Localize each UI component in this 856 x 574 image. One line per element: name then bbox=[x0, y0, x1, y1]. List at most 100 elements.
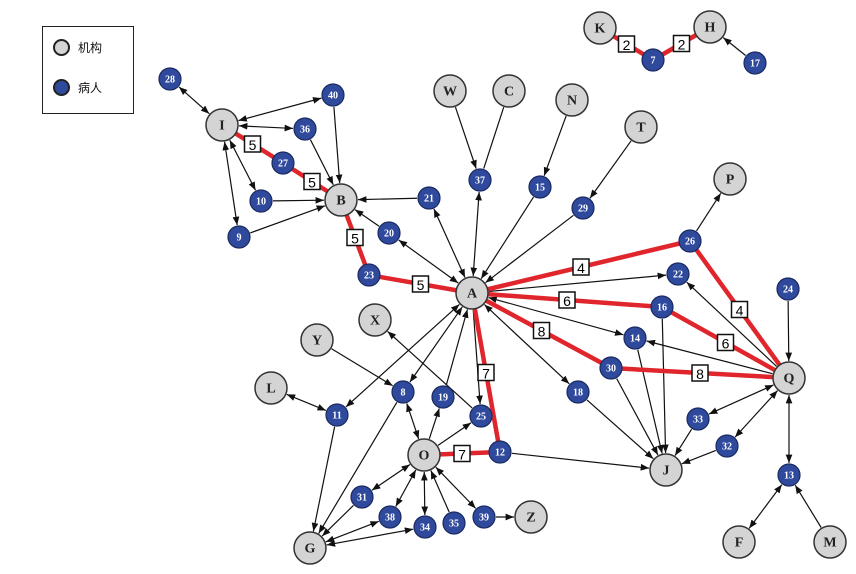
node-circle bbox=[772, 361, 806, 395]
institution-node-T[interactable]: T bbox=[624, 110, 658, 144]
node-circle bbox=[678, 229, 702, 253]
institution-node-B[interactable]: B bbox=[324, 183, 358, 217]
node-circle bbox=[205, 108, 239, 142]
patient-node-37[interactable]: 37 bbox=[468, 168, 492, 192]
patient-node-36[interactable]: 36 bbox=[293, 117, 317, 141]
patient-node-25[interactable]: 25 bbox=[469, 404, 493, 428]
patient-node-19[interactable]: 19 bbox=[431, 385, 455, 409]
patient-node-7[interactable]: 7 bbox=[641, 48, 665, 72]
patient-node-28[interactable]: 28 bbox=[158, 67, 182, 91]
edge-18-J bbox=[586, 399, 654, 460]
institution-node-M[interactable]: M bbox=[813, 525, 847, 559]
edge-weight-label: 5 bbox=[346, 228, 364, 247]
patient-node-38[interactable]: 38 bbox=[378, 505, 402, 529]
node-label: 8 bbox=[401, 388, 406, 399]
institution-node-Y[interactable]: Y bbox=[300, 323, 334, 357]
patient-node-35[interactable]: 35 bbox=[442, 511, 466, 535]
institution-node-K[interactable]: K bbox=[583, 11, 617, 45]
node-label: M bbox=[823, 536, 836, 551]
institution-node-Q[interactable]: Q bbox=[772, 361, 806, 395]
node-label: G bbox=[305, 542, 316, 557]
patient-node-15[interactable]: 15 bbox=[528, 175, 552, 199]
patient-node-24[interactable]: 24 bbox=[776, 277, 800, 301]
node-label: 27 bbox=[278, 159, 288, 170]
node-circle bbox=[566, 380, 590, 404]
edge-A-8 bbox=[409, 306, 463, 383]
institution-node-X[interactable]: X bbox=[358, 303, 392, 337]
institution-node-L[interactable]: L bbox=[254, 371, 288, 405]
patient-node-9[interactable]: 9 bbox=[227, 225, 251, 249]
edge-weight-label: 7 bbox=[477, 363, 495, 382]
patient-node-21[interactable]: 21 bbox=[417, 186, 441, 210]
patient-node-11[interactable]: 11 bbox=[325, 403, 349, 427]
node-circle bbox=[722, 525, 756, 559]
node-circle bbox=[492, 74, 526, 108]
node-label: P bbox=[726, 173, 735, 188]
patient-node-icon bbox=[53, 79, 70, 96]
patient-node-22[interactable]: 22 bbox=[666, 262, 690, 286]
institution-node-G[interactable]: G bbox=[293, 531, 327, 565]
institution-node-I[interactable]: I bbox=[205, 108, 239, 142]
edge-35-O bbox=[430, 470, 450, 513]
patient-node-14[interactable]: 14 bbox=[623, 326, 647, 350]
edge-weight-label: 7 bbox=[453, 444, 471, 463]
patient-node-29[interactable]: 29 bbox=[571, 196, 595, 220]
edge-G-34 bbox=[326, 527, 414, 547]
patient-node-10[interactable]: 10 bbox=[249, 189, 273, 213]
legend: 机构 病人 bbox=[42, 26, 134, 114]
patient-node-23[interactable]: 23 bbox=[357, 263, 381, 287]
institution-node-O[interactable]: O bbox=[407, 438, 441, 472]
patient-node-27[interactable]: 27 bbox=[271, 151, 295, 175]
node-circle bbox=[472, 505, 496, 529]
node-label: 29 bbox=[578, 204, 588, 215]
patient-node-33[interactable]: 33 bbox=[686, 407, 710, 431]
patient-node-26[interactable]: 26 bbox=[678, 229, 702, 253]
patient-node-12[interactable]: 12 bbox=[488, 440, 512, 464]
edge-O-31 bbox=[371, 464, 411, 491]
node-circle bbox=[325, 403, 349, 427]
node-label: 25 bbox=[476, 412, 486, 423]
edge-26-P bbox=[696, 192, 722, 232]
edge-13-F bbox=[748, 484, 783, 529]
weight-box bbox=[453, 444, 471, 463]
patient-node-30[interactable]: 30 bbox=[599, 356, 623, 380]
patient-node-8[interactable]: 8 bbox=[391, 380, 415, 404]
weight-text: 5 bbox=[308, 175, 316, 191]
institution-node-W[interactable]: W bbox=[433, 74, 467, 108]
institution-node-C[interactable]: C bbox=[492, 74, 526, 108]
node-label: 30 bbox=[606, 364, 616, 375]
node-label: 33 bbox=[693, 415, 703, 426]
patient-node-39[interactable]: 39 bbox=[472, 505, 496, 529]
patient-node-40[interactable]: 40 bbox=[321, 83, 345, 107]
node-label: 13 bbox=[784, 471, 794, 482]
node-label: 12 bbox=[495, 448, 505, 459]
node-label: T bbox=[636, 121, 646, 136]
edge-I-40 bbox=[238, 97, 322, 122]
patient-node-18[interactable]: 18 bbox=[566, 380, 590, 404]
weight-text: 6 bbox=[722, 336, 730, 352]
node-label: 38 bbox=[385, 513, 395, 524]
edge-28-I bbox=[178, 86, 210, 115]
patient-node-17[interactable]: 17 bbox=[743, 51, 767, 75]
institution-node-J[interactable]: J bbox=[649, 453, 683, 487]
edge-weight-label: 8 bbox=[532, 321, 551, 340]
institution-node-A[interactable]: A bbox=[455, 276, 489, 310]
node-label: 17 bbox=[750, 59, 760, 70]
patient-node-20[interactable]: 20 bbox=[377, 221, 401, 245]
patient-node-34[interactable]: 34 bbox=[413, 515, 437, 539]
institution-node-H[interactable]: H bbox=[693, 10, 727, 44]
patient-node-32[interactable]: 32 bbox=[715, 434, 739, 458]
patient-node-13[interactable]: 13 bbox=[777, 463, 801, 487]
institution-node-Z[interactable]: Z bbox=[514, 500, 548, 534]
patient-node-16[interactable]: 16 bbox=[650, 295, 674, 319]
institution-node-F[interactable]: F bbox=[722, 525, 756, 559]
edge-weight-label: 5 bbox=[411, 275, 430, 293]
edge-weight-label: 4 bbox=[572, 258, 590, 276]
node-circle bbox=[417, 186, 441, 210]
node-label: 16 bbox=[657, 303, 667, 314]
edge-W-37 bbox=[454, 106, 477, 169]
patient-node-31[interactable]: 31 bbox=[350, 485, 374, 509]
institution-node-N[interactable]: N bbox=[555, 83, 589, 117]
institution-node-P[interactable]: P bbox=[713, 162, 747, 196]
